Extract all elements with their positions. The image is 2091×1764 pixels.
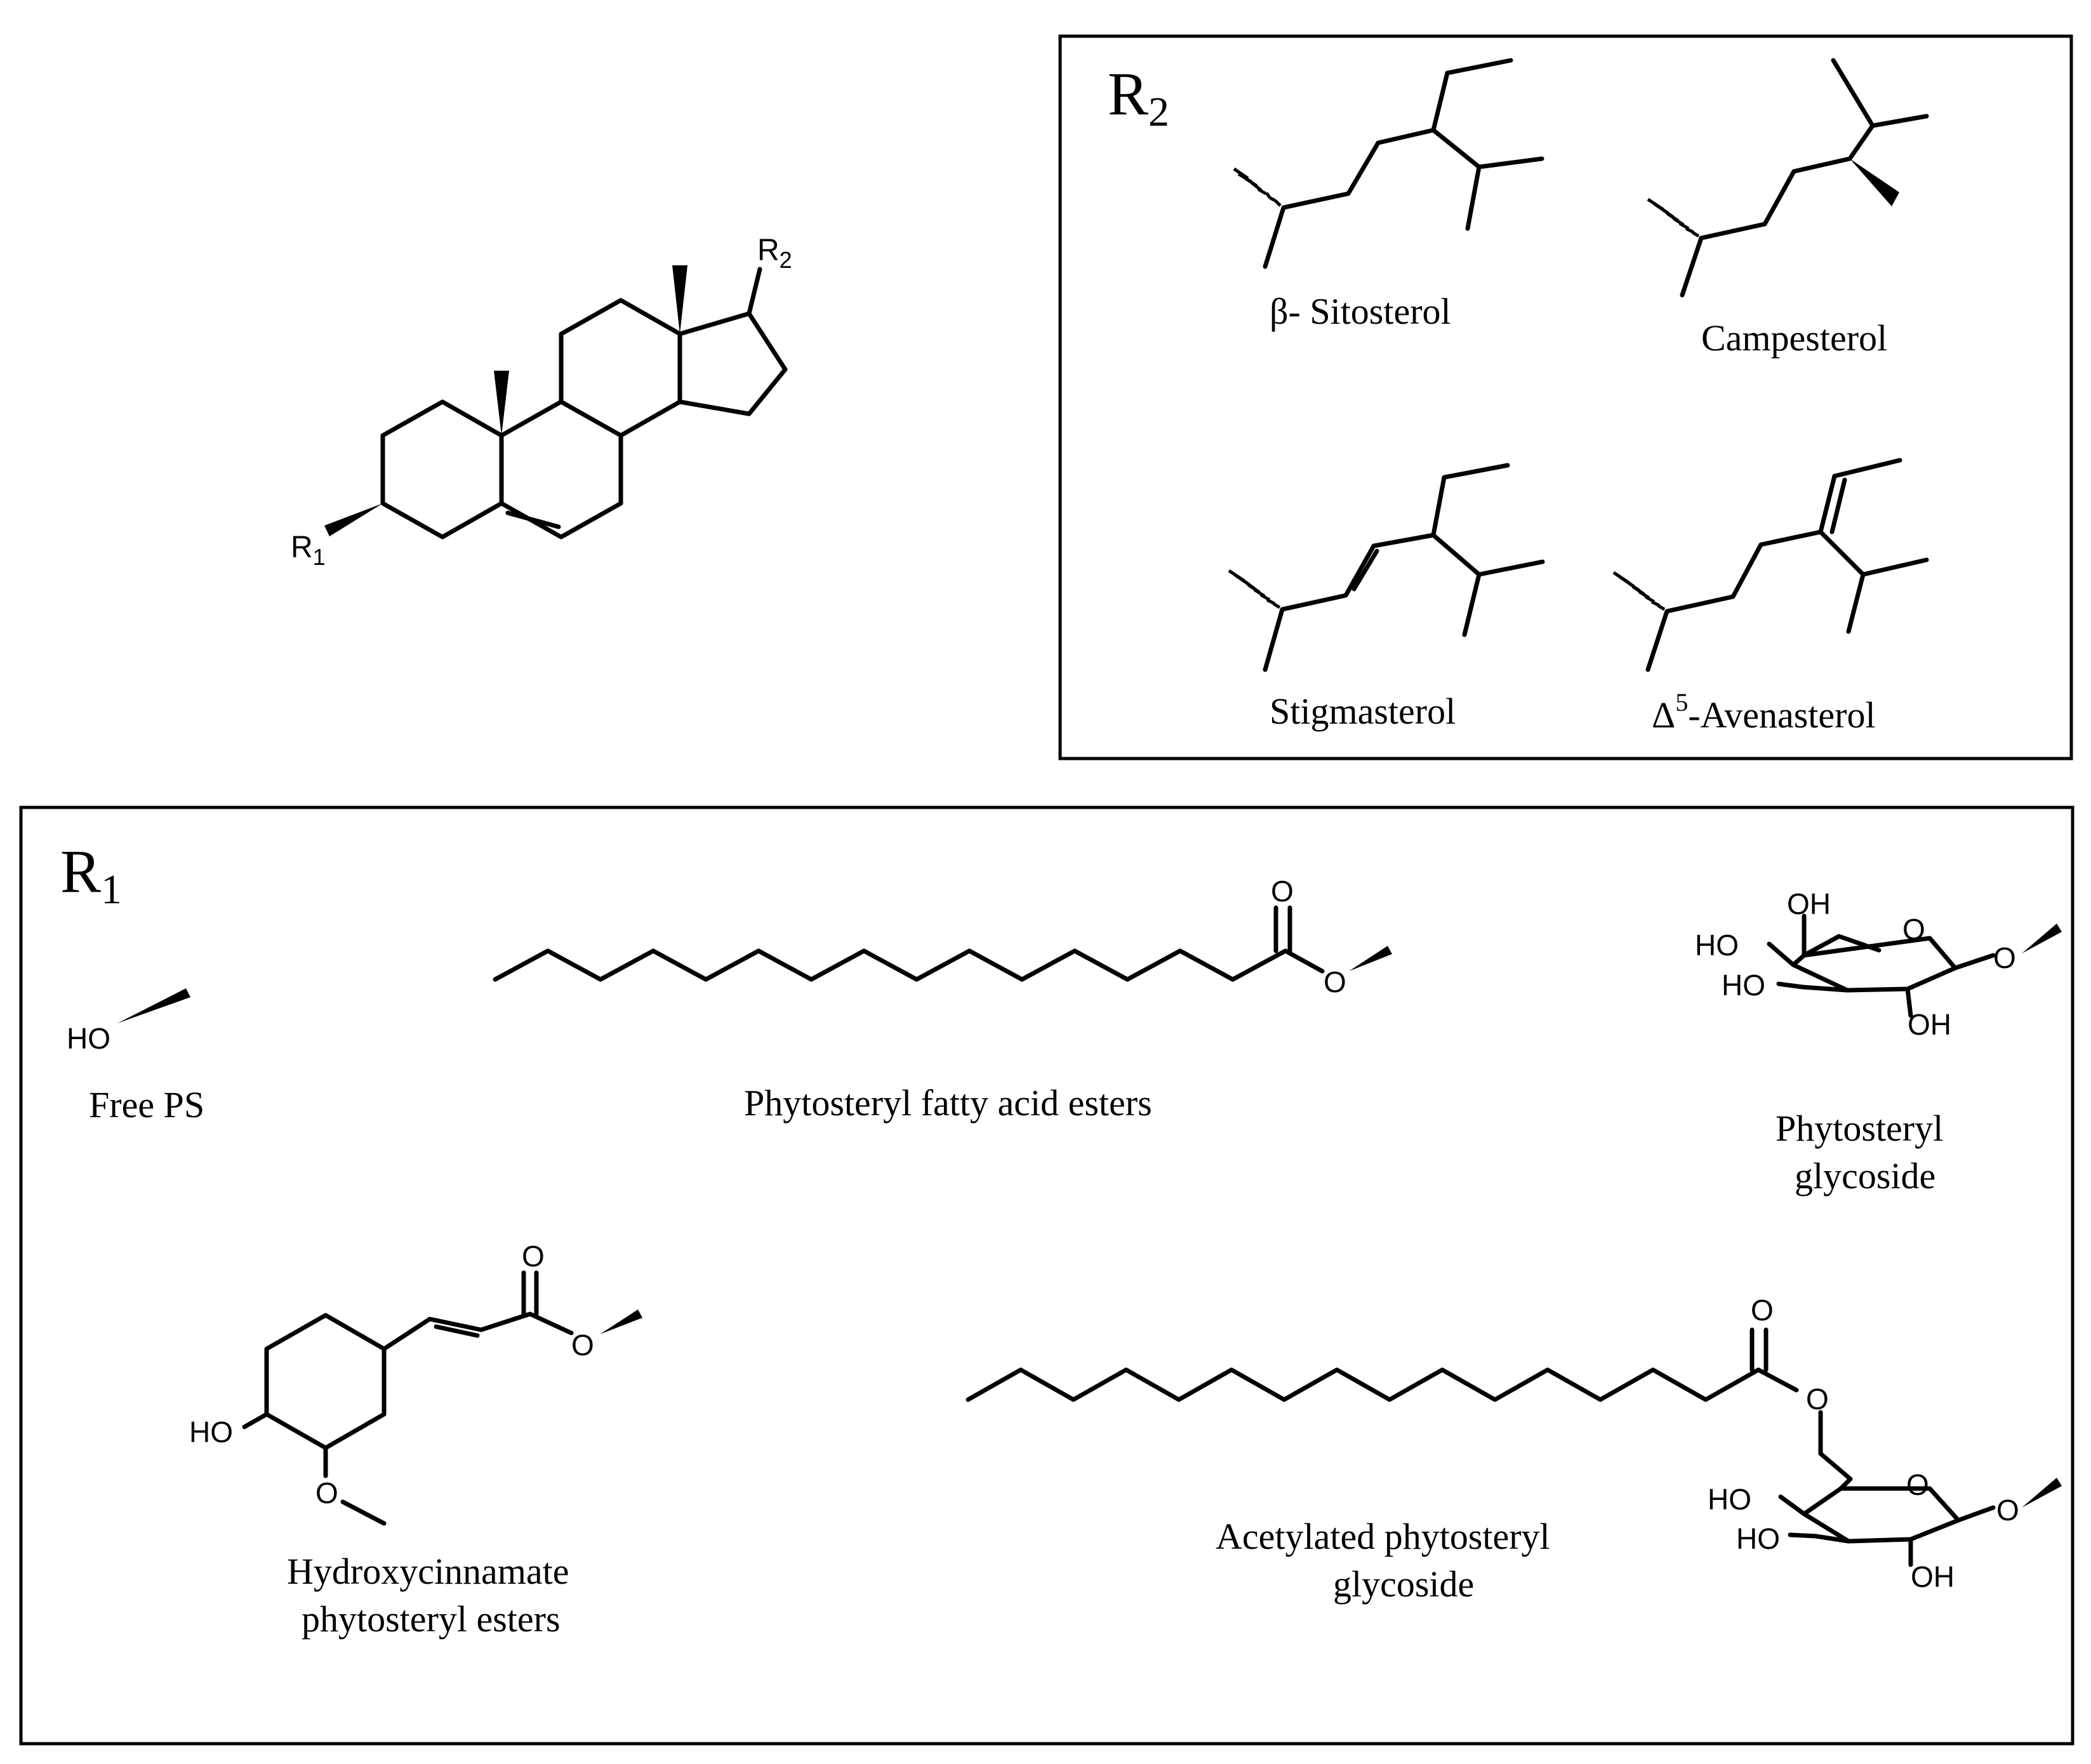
campesterol-name: Campesterol — [1701, 317, 1887, 359]
hydroxycinnamate-name-line-2: phytosteryl esters — [302, 1598, 561, 1640]
acetyl-glycoside-c3-oh: HO — [1736, 1522, 1780, 1555]
glycoside-name-line-2: glycoside — [1795, 1155, 1935, 1197]
acetyl-glycoside-ring-o: O — [1906, 1468, 1929, 1501]
avenasterol-name: Δ5-Avenasterol — [1652, 688, 1876, 736]
acetylated-glycoside-name-line-1: Acetylated phytosteryl — [1216, 1516, 1550, 1557]
beta-sitosterol-side-chain — [1233, 58, 1544, 269]
hydroxycinnamate-name-line-1: Hydroxycinnamate — [287, 1551, 569, 1592]
cinnamate-ho-label: HO — [189, 1416, 233, 1449]
fatty-acid-esters-name: Phytosteryl fatty acid esters — [744, 1082, 1152, 1124]
acetyl-ester-o: O — [1806, 1383, 1829, 1416]
acetyl-glycoside-c4-oh: HO — [1708, 1483, 1751, 1516]
campesterol-methyl-wedge — [1850, 159, 1899, 206]
glycoside-name-line-1: Phytosteryl — [1776, 1108, 1943, 1149]
glycoside-ring-o: O — [1902, 913, 1925, 946]
stigmasterol-side-chain — [1228, 463, 1545, 672]
sterol-core-structure: R1 R2 — [291, 234, 792, 570]
r2-attachment-label: R2 — [757, 234, 792, 273]
c13-methyl-wedge — [672, 265, 687, 334]
acetylated-glycoside-name-line-2: glycoside — [1333, 1563, 1474, 1605]
r1-panel-label: R1 — [60, 837, 122, 913]
acetylated-glycoside-structure: O O HO HO O O OH — [966, 1294, 2062, 1593]
free-ps-ho-label: HO — [67, 1022, 110, 1055]
c10-methyl-wedge — [494, 371, 509, 435]
glycoside-c3-oh: HO — [1722, 969, 1765, 1002]
fatty-ester-ester-o: O — [1324, 965, 1346, 998]
c3-r1-wedge — [324, 503, 383, 536]
stigmasterol-name: Stigmasterol — [1270, 691, 1456, 732]
free-ps-structure: HO — [67, 988, 190, 1055]
campesterol-side-chain — [1647, 58, 1929, 298]
fatty-acid-ester-structure: O O — [493, 875, 1392, 998]
r2-panel-label: R2 — [1108, 60, 1169, 135]
r2-panel-frame — [1058, 34, 2073, 760]
glycoside-c2-oh: OH — [1908, 1008, 1951, 1041]
avenasterol-side-chain — [1612, 458, 1929, 672]
acetyl-glycoside-c2-oh: OH — [1911, 1560, 1955, 1593]
glycoside-c6-oh: OH — [1787, 887, 1831, 920]
glycoside-anomeric-o: O — [1993, 941, 2016, 974]
cinnamate-ester-o: O — [571, 1329, 594, 1362]
r1-attachment-label: R1 — [291, 531, 326, 570]
cinnamate-carbonyl-o: O — [522, 1240, 545, 1273]
acetyl-carbonyl-o: O — [1751, 1294, 1774, 1327]
beta-sitosterol-name: β- Sitosterol — [1270, 291, 1451, 332]
cinnamate-methoxy-o: O — [315, 1476, 338, 1509]
glycoside-structure: OH HO HO O O OH — [1695, 887, 2062, 1041]
r1-panel-frame — [19, 806, 2074, 1746]
acetyl-glycoside-anomeric-o: O — [1996, 1494, 2019, 1527]
fatty-ester-carbonyl-o: O — [1271, 875, 1294, 908]
free-ps-name: Free PS — [89, 1084, 204, 1125]
glycoside-c4-oh: HO — [1695, 929, 1739, 962]
hydroxycinnamate-ester-structure: O O HO O — [189, 1240, 642, 1526]
